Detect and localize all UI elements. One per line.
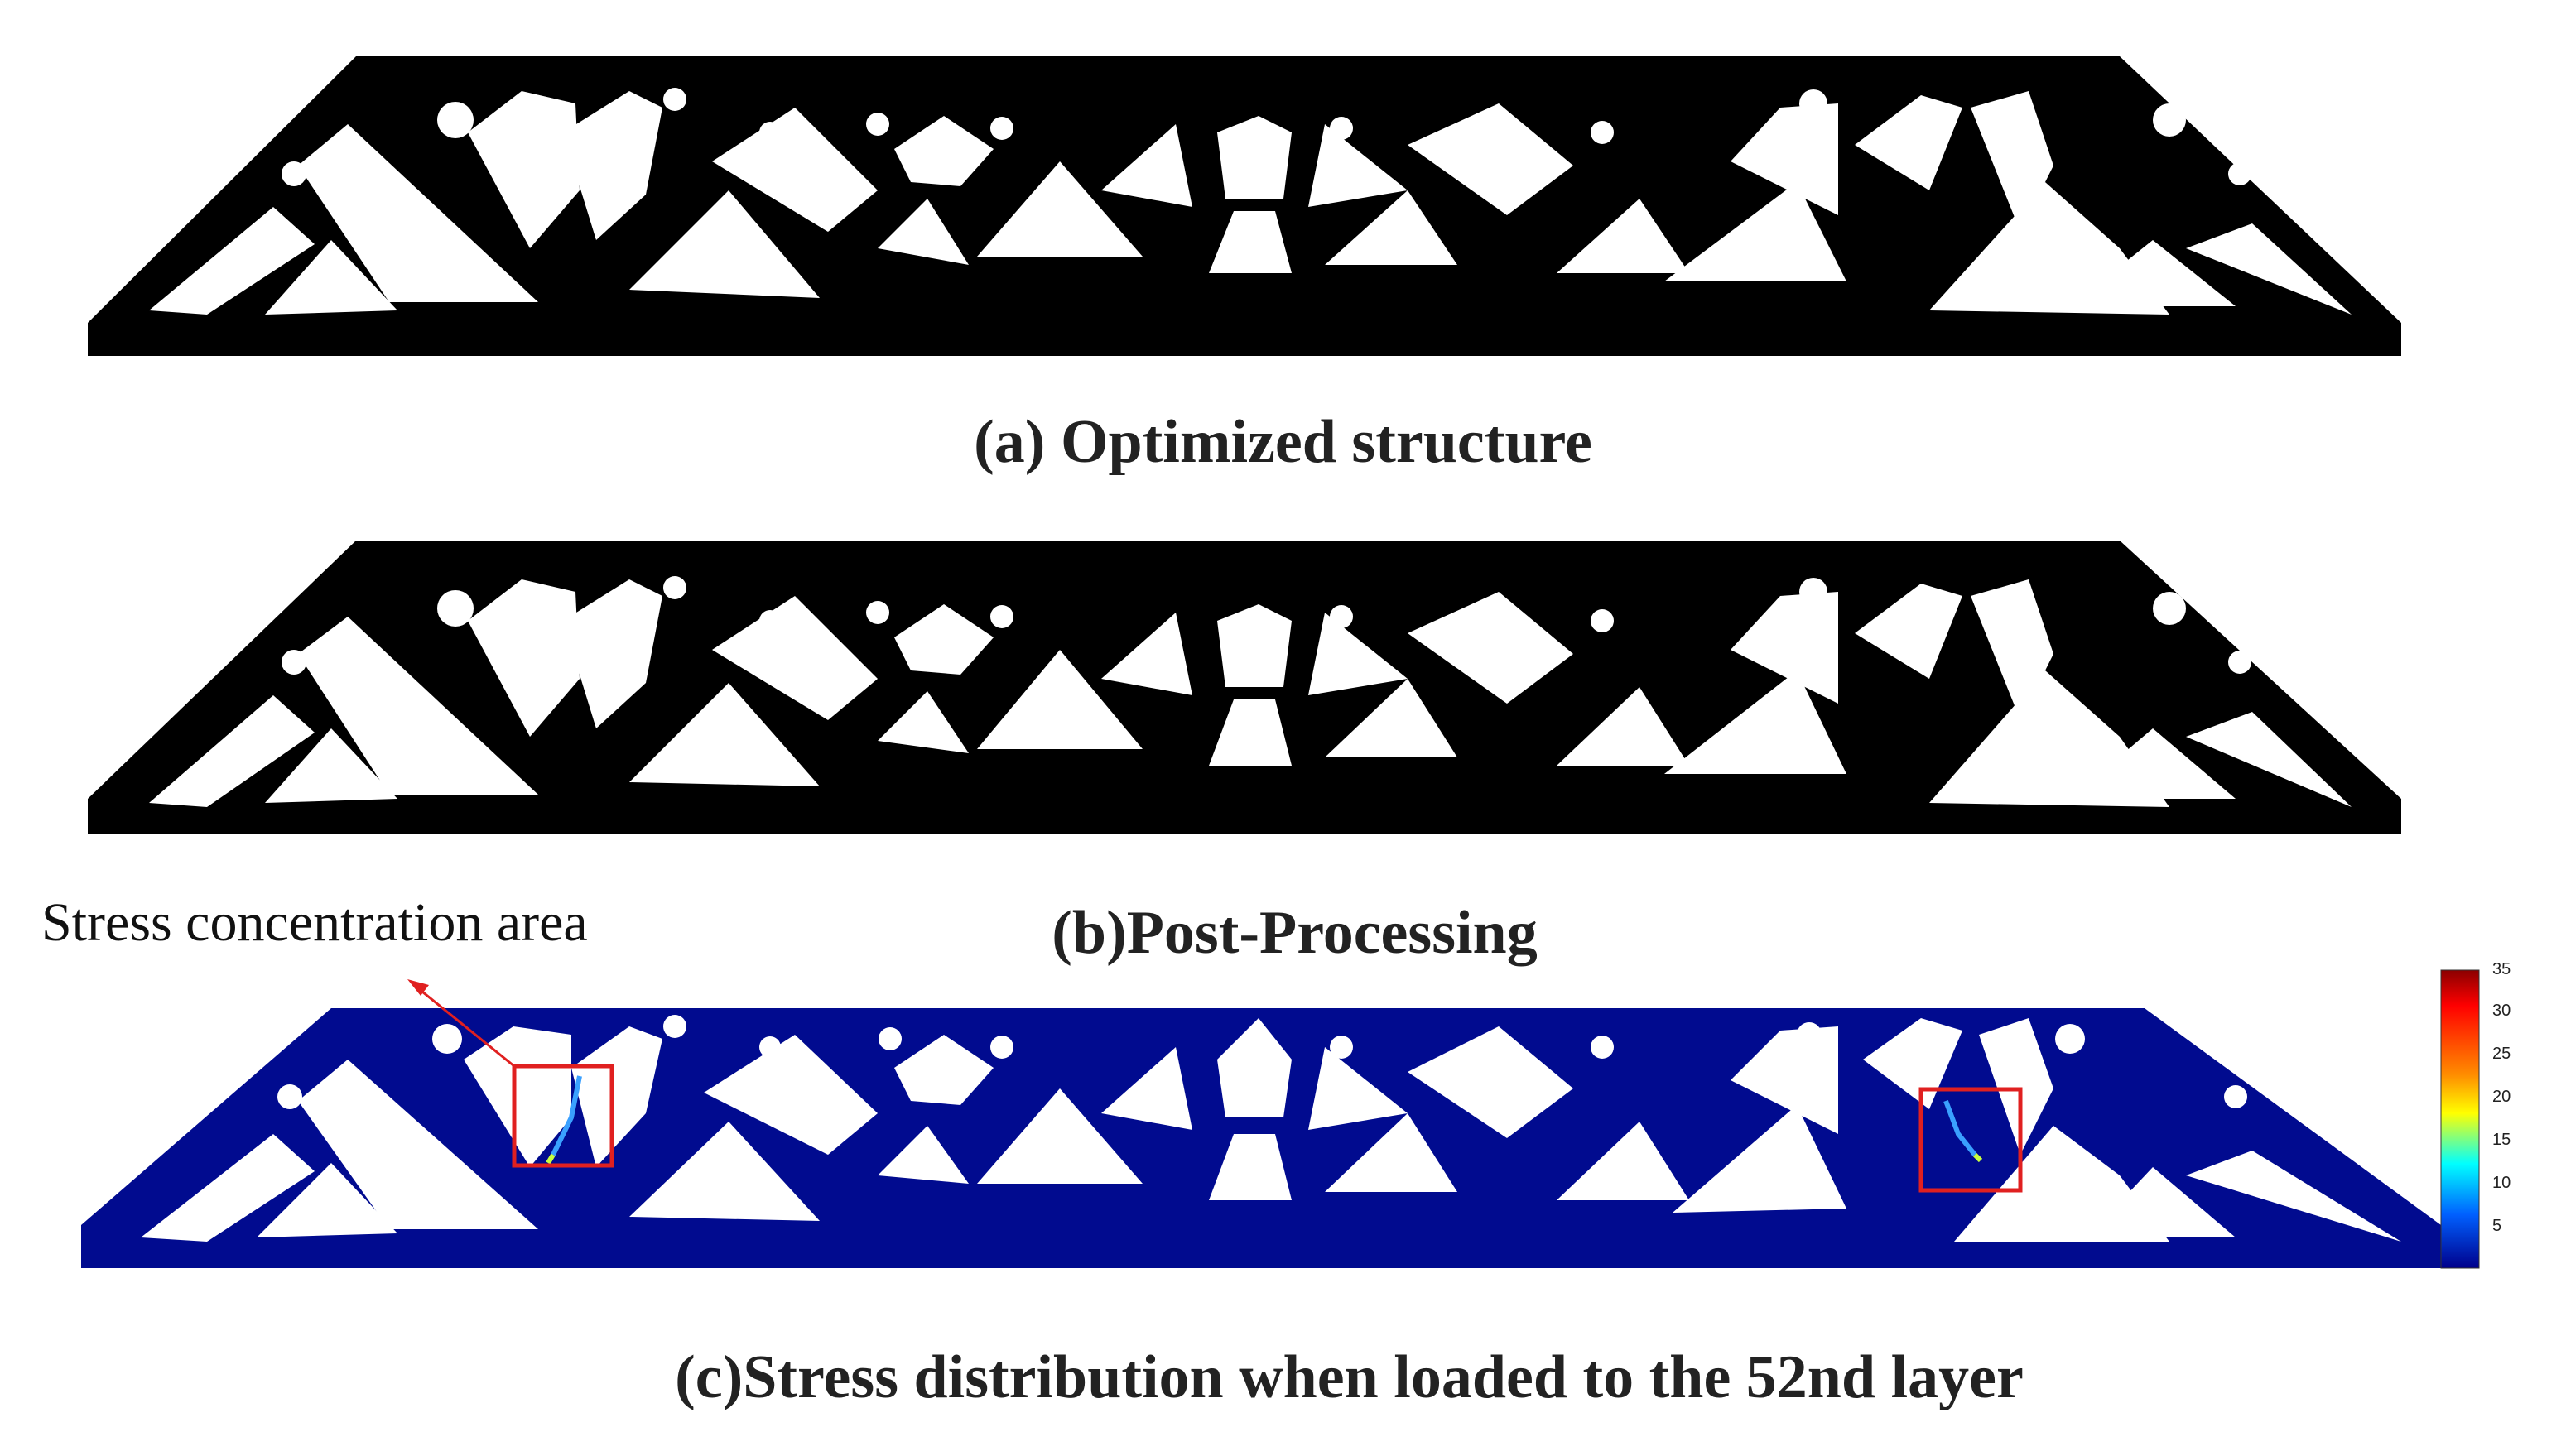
caption-c: (c)Stress distribution when loaded to th… [675,1343,2024,1411]
caption-b: (b)Post-Processing [1052,899,1538,967]
annotation-arrow [407,979,515,1068]
colorbar-tick: 10 [2492,1174,2511,1192]
colorbar [2440,969,2480,1269]
colorbar-tick: 25 [2492,1045,2511,1063]
truss-structure-c [81,1008,2441,1268]
stress-highlight-box-right [1918,1087,2023,1193]
colorbar-tick: 20 [2492,1088,2511,1106]
stress-concentration-label: Stress concentration area [41,892,588,953]
colorbar-tick: 5 [2492,1217,2502,1235]
stress-highlight-box-left [512,1064,614,1168]
truss-structure-a [88,56,2401,356]
truss-structure-b [88,541,2401,834]
colorbar-tick: 35 [2492,960,2511,978]
colorbar-tick: 15 [2492,1131,2511,1149]
colorbar-tick: 30 [2492,1002,2511,1020]
caption-a: (a) Optimized structure [974,408,1592,476]
